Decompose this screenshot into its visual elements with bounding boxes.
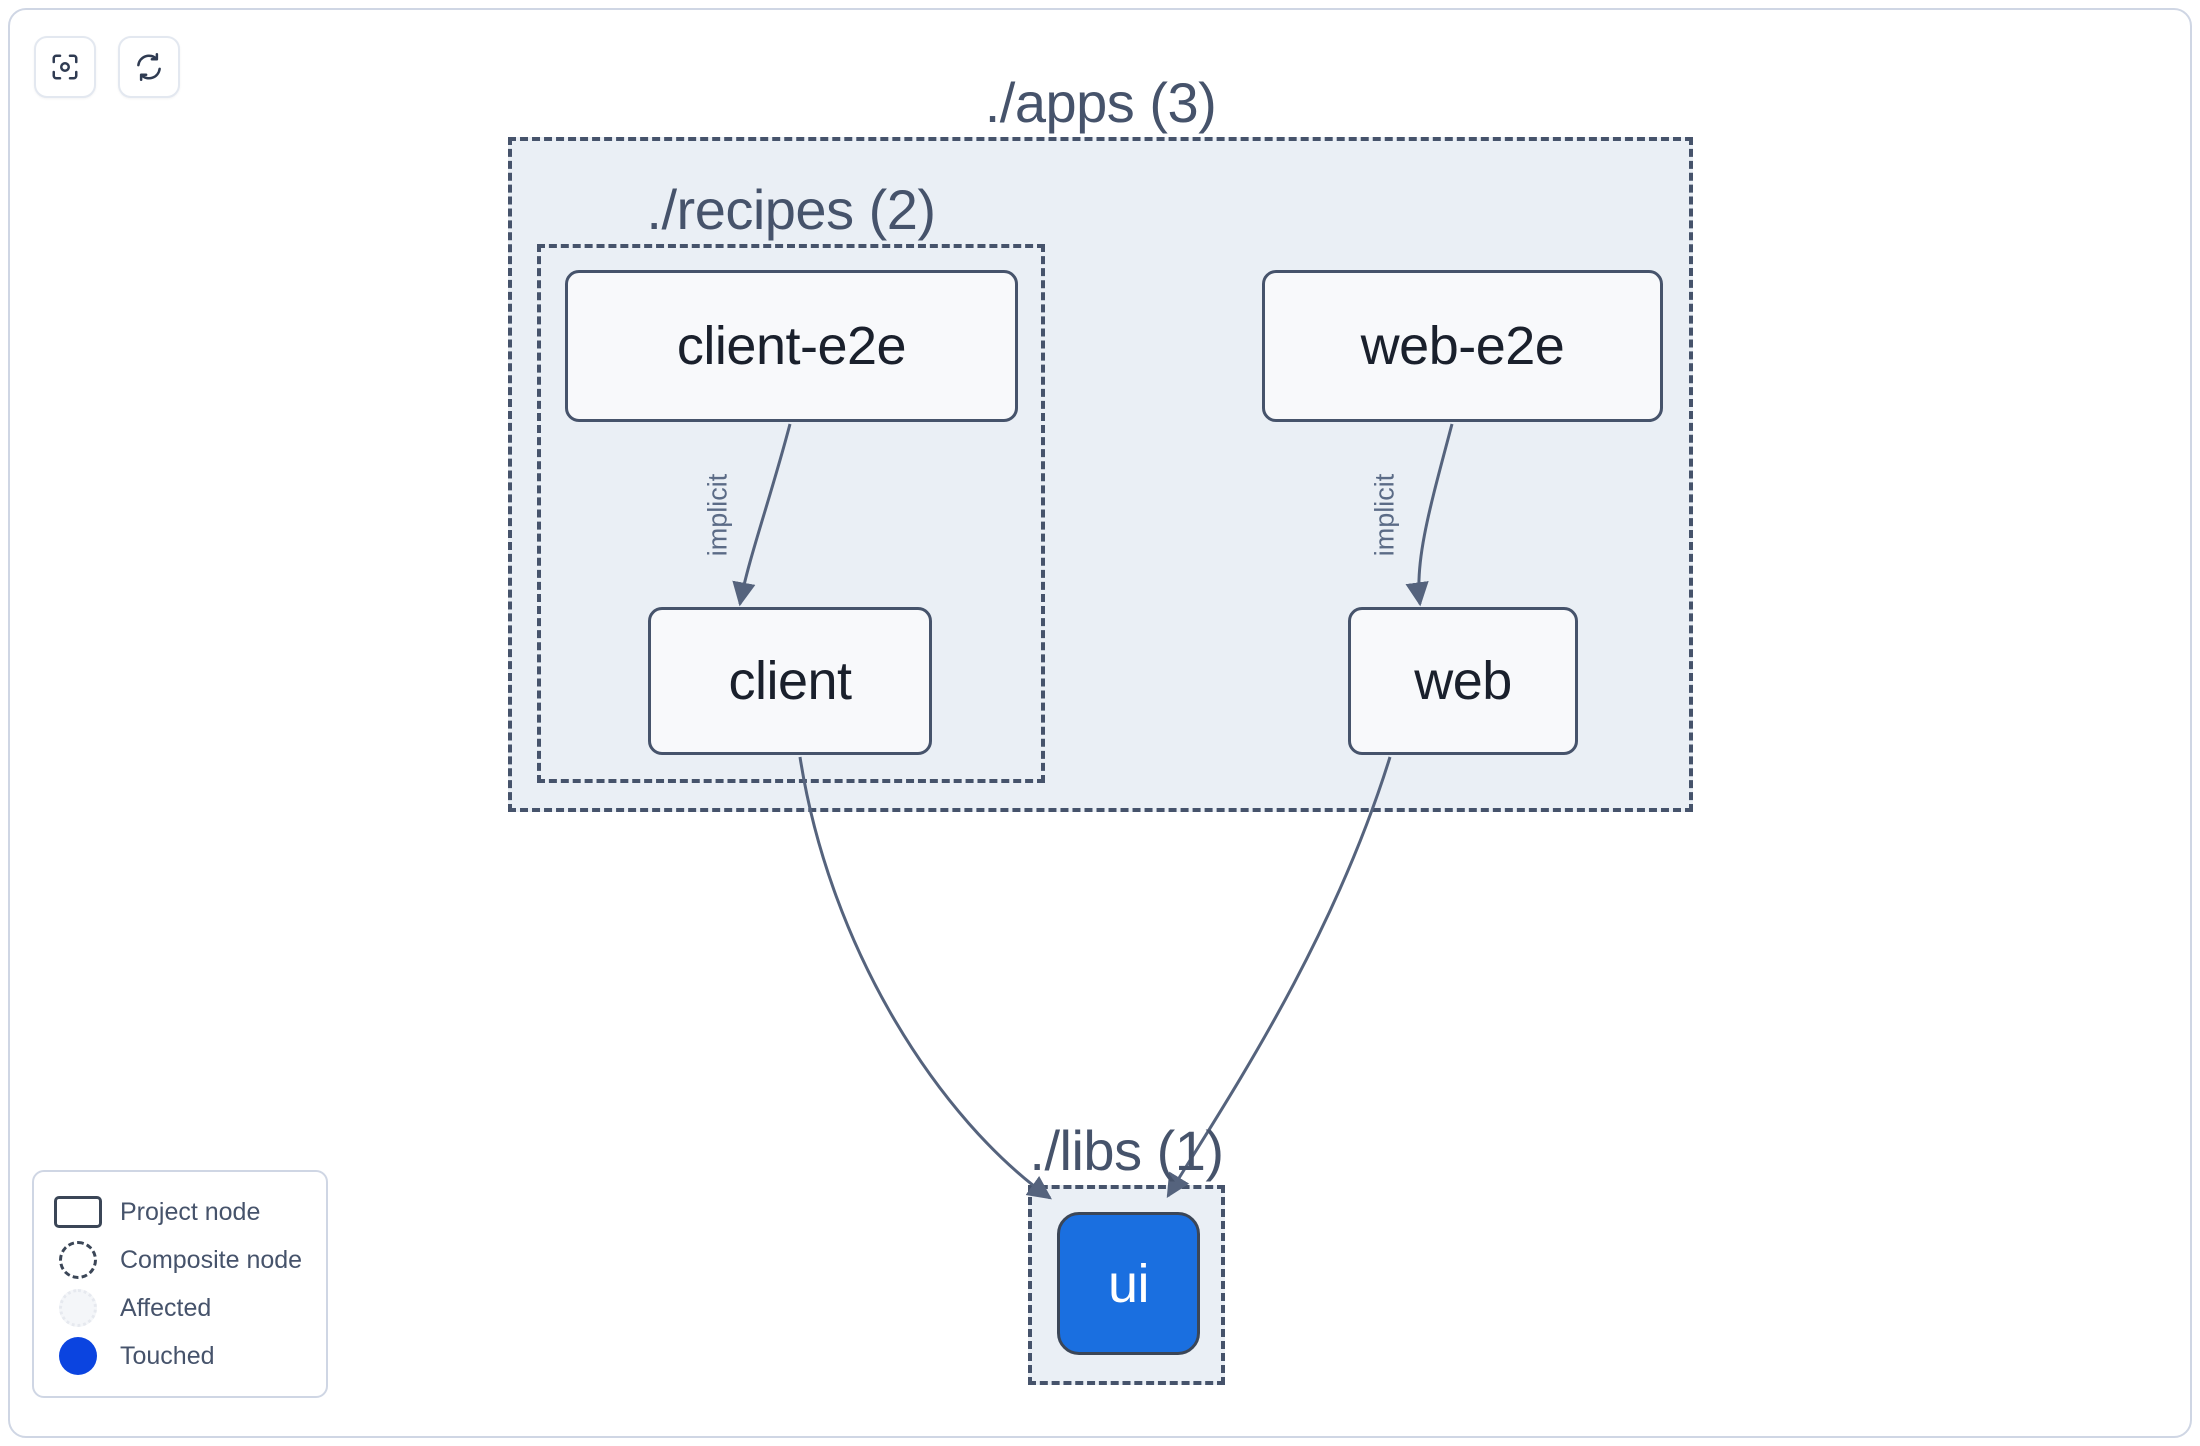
refresh-graph-button[interactable] <box>118 36 180 98</box>
edge-client--ui[interactable] <box>798 756 1052 1200</box>
project-node-web[interactable]: web <box>1348 607 1578 755</box>
project-node-swatch <box>52 1196 104 1228</box>
affected-swatch-shape <box>59 1289 97 1327</box>
group-label-libs: ./libs (1) <box>1029 1119 1224 1182</box>
refresh-sync-icon <box>134 52 164 82</box>
focus-target-icon <box>50 52 80 82</box>
legend-item: Composite node <box>52 1236 308 1284</box>
composite-node-swatch-shape <box>59 1241 97 1279</box>
legend-item: Affected <box>52 1284 308 1332</box>
focus-graph-button[interactable] <box>34 36 96 98</box>
legend-item-label: Affected <box>120 1293 212 1322</box>
legend-item: Touched <box>52 1332 308 1380</box>
legend-item: Project node <box>52 1188 308 1236</box>
project-node-label: client-e2e <box>676 316 907 376</box>
legend-item-label: Touched <box>120 1341 215 1370</box>
touched-swatch-shape <box>59 1337 97 1375</box>
project-node-ui[interactable]: ui <box>1057 1212 1200 1355</box>
project-node-client-e2e[interactable]: client-e2e <box>565 270 1018 422</box>
graph-toolbar <box>34 36 180 98</box>
project-node-swatch-shape <box>54 1196 102 1228</box>
project-node-web-e2e[interactable]: web-e2e <box>1262 270 1663 422</box>
touched-swatch <box>52 1337 104 1375</box>
group-label-apps: ./apps (3) <box>984 71 1217 134</box>
group-label-recipes: ./recipes (2) <box>646 178 936 241</box>
project-node-label: ui <box>1107 1253 1150 1314</box>
project-node-label: web <box>1414 651 1512 711</box>
affected-swatch <box>52 1289 104 1327</box>
project-node-label: client <box>728 651 852 711</box>
legend-item-label: Composite node <box>120 1245 303 1274</box>
legend-item-label: Project node <box>120 1197 261 1226</box>
project-node-label: web-e2e <box>1360 316 1565 376</box>
project-node-client[interactable]: client <box>648 607 932 755</box>
composite-node-swatch <box>52 1241 104 1279</box>
